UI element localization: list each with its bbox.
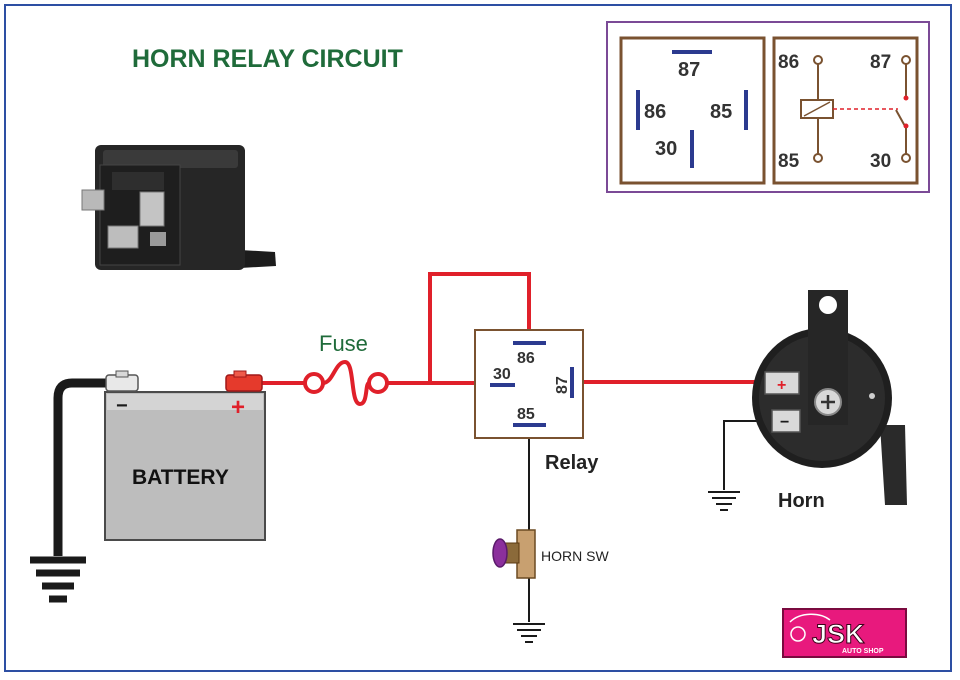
pinout-panel: 87 86 85 30 86 87 85 30 [606,21,930,193]
layout-pin-86: 86 [644,101,666,123]
horn-ground-icon [708,491,740,511]
layout-pin-85: 85 [710,101,732,123]
battery-minus-symbol: − [116,395,128,417]
fuse-element-icon [322,359,371,407]
horn-label: Horn [778,490,825,512]
horn-switch: HORN SW [492,529,609,579]
horn: + − Horn [752,290,907,512]
horn-positive-terminal [764,371,800,395]
relay: 86 30 87 85 Relay [474,329,599,474]
jsk-logo: JSK AUTO SHOP [782,608,907,658]
wires [53,272,772,622]
relay-pin-87: 87 [554,376,571,394]
pin-schematic-view: 86 87 85 30 [772,36,919,185]
schematic-pin-86: 86 [778,52,799,73]
logo-sub-text: AUTO SHOP [842,648,884,655]
schematic-pin-85: 85 [778,151,800,172]
relay-pin-85: 85 [517,406,535,423]
layout-pin-87: 87 [678,59,700,81]
battery-label: BATTERY [132,466,229,489]
battery: − + BATTERY [104,370,266,541]
fuse-label: Fuse [319,331,368,356]
battery-ground-wire [53,378,108,556]
outer-frame [4,4,952,672]
horn-plus-symbol: + [777,377,786,394]
logo-main-text: JSK [812,619,865,649]
schematic-pin-30: 30 [870,151,891,172]
pin-layout-view: 87 86 85 30 [619,36,766,185]
relay-pin-30: 30 [493,366,511,383]
relay-label: Relay [545,452,599,474]
pin86-jumper-wire [428,272,531,383]
logo-emblem-icon [790,626,806,642]
horn-button-icon [492,538,508,568]
relay-pin-86: 86 [517,350,535,367]
battery-ground-icon [30,556,86,603]
schematic-pin-87: 87 [870,52,891,73]
fuse: Fuse [303,331,389,407]
relay-photo [81,145,276,270]
battery-plus-symbol: + [231,394,245,421]
horn-minus-symbol: − [780,414,789,431]
horn-switch-label: HORN SW [541,548,609,564]
layout-pin-30: 30 [655,138,677,160]
switch-ground-icon [513,623,545,643]
horn-negative-terminal [771,409,801,433]
diagram-title: HORN RELAY CIRCUIT [132,45,403,73]
